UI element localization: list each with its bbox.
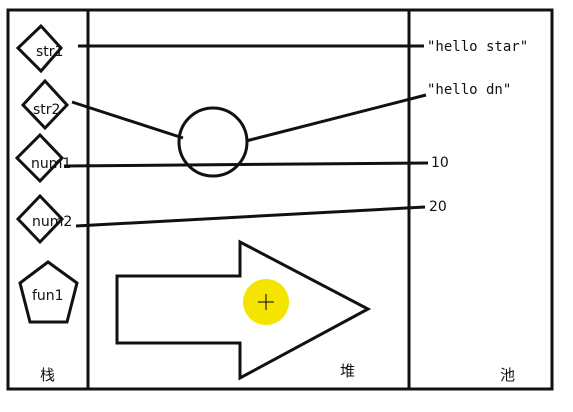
num2-to-20-line (75, 205, 426, 228)
object-to-hello-dn-line (245, 93, 427, 143)
str1-label: str1 (36, 44, 63, 60)
outer-frame (6, 8, 554, 391)
fun1-label: fun1 (32, 288, 64, 304)
str2-diamond-icon (20, 78, 70, 131)
heap-object-circle (177, 106, 249, 178)
str2-to-object-line (71, 100, 184, 140)
heap-region-label: 堆 (340, 362, 355, 380)
num2-diamond-icon (15, 193, 65, 245)
fun1-pentagon-icon (18, 260, 79, 324)
twenty-value: 20 (429, 199, 447, 215)
pool-region-label: 池 (500, 366, 515, 384)
num1-diamond-icon (14, 132, 65, 184)
num2-label: num2 (32, 214, 72, 230)
str1-diamond-icon (15, 23, 64, 74)
stack-region-label: 栈 (40, 366, 55, 384)
num1-label: num1 (31, 156, 71, 172)
heap-arrow-shape (115, 239, 372, 381)
str2-label: str2 (33, 102, 60, 118)
hello-dn-value: "hello dn" (427, 82, 511, 98)
hello-star-value: "hello star" (427, 39, 528, 55)
crosshair-cursor-icon (258, 294, 274, 310)
ten-value: 10 (431, 155, 449, 171)
num1-to-10-line (63, 161, 429, 168)
